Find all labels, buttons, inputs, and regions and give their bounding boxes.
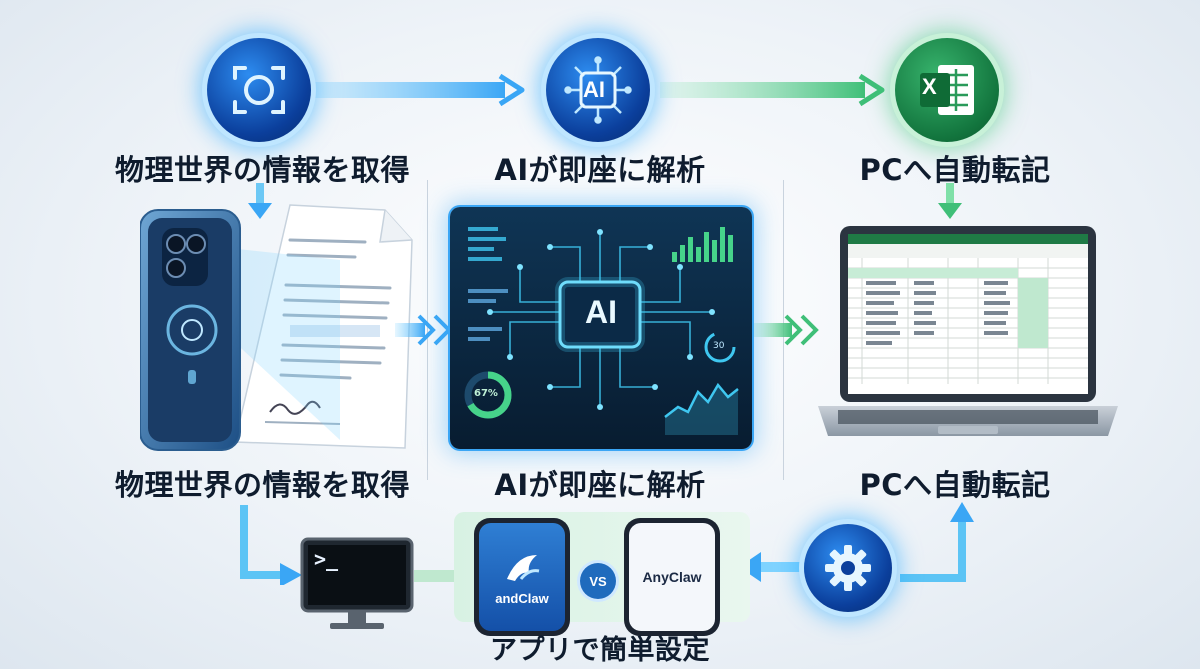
- anyclaw-name: AnyClaw: [642, 569, 702, 585]
- terminal-monitor: >_: [300, 537, 414, 632]
- step-label-analyze-bottom: AIが即座に解析: [494, 468, 706, 502]
- flow-arrow: [240, 505, 302, 585]
- down-arrow: [938, 183, 962, 219]
- gauge-percent: 67%: [474, 388, 498, 399]
- step-label-capture-bottom: 物理世界の情報を取得: [115, 468, 411, 502]
- connector: [414, 570, 458, 582]
- smartphone-illustration: [140, 209, 241, 451]
- excel-icon-letter: X: [922, 74, 937, 99]
- flow-arrow: [660, 73, 885, 107]
- ai-chip-label: AI: [585, 294, 617, 330]
- document-illustration: [234, 204, 413, 449]
- flow-arrow: [900, 502, 974, 582]
- ai-analysis-panel: AI 67% 30: [450, 207, 752, 449]
- step-label-capture: 物理世界の情報を取得: [115, 153, 411, 187]
- andclaw-name: andClaw: [495, 591, 549, 606]
- bottom-caption: アプリで簡単設定: [490, 635, 710, 666]
- vs-text: VS: [589, 573, 607, 589]
- andclaw-app[interactable]: andClaw: [474, 518, 570, 636]
- flow-arrow: [752, 314, 819, 346]
- laptop-illustration: [818, 224, 1118, 452]
- flow-arrow: [395, 314, 452, 346]
- anyclaw-app[interactable]: AnyClaw: [624, 518, 720, 636]
- step-label-transfer: PCへ自動転記: [859, 153, 1051, 187]
- flow-arrow: [300, 73, 525, 107]
- phone-scanning-document: [140, 204, 413, 451]
- gear-icon: [804, 524, 892, 612]
- excel-icon: X: [895, 38, 999, 142]
- flow-arrow: [739, 552, 815, 582]
- column-divider: [427, 180, 428, 480]
- ai-icon-text: AI: [583, 77, 605, 102]
- camera-icon: [207, 38, 311, 142]
- step-label-analyze: AIが即座に解析: [494, 153, 706, 187]
- terminal-prompt: >_: [314, 547, 339, 571]
- ai-chip-icon: AI: [546, 38, 650, 142]
- vs-badge: VS: [580, 563, 616, 599]
- down-arrow: [248, 183, 272, 219]
- step-label-transfer-bottom: PCへ自動転記: [859, 468, 1051, 502]
- andclaw-logo-icon: [507, 555, 540, 581]
- ring-value: 30: [713, 341, 725, 351]
